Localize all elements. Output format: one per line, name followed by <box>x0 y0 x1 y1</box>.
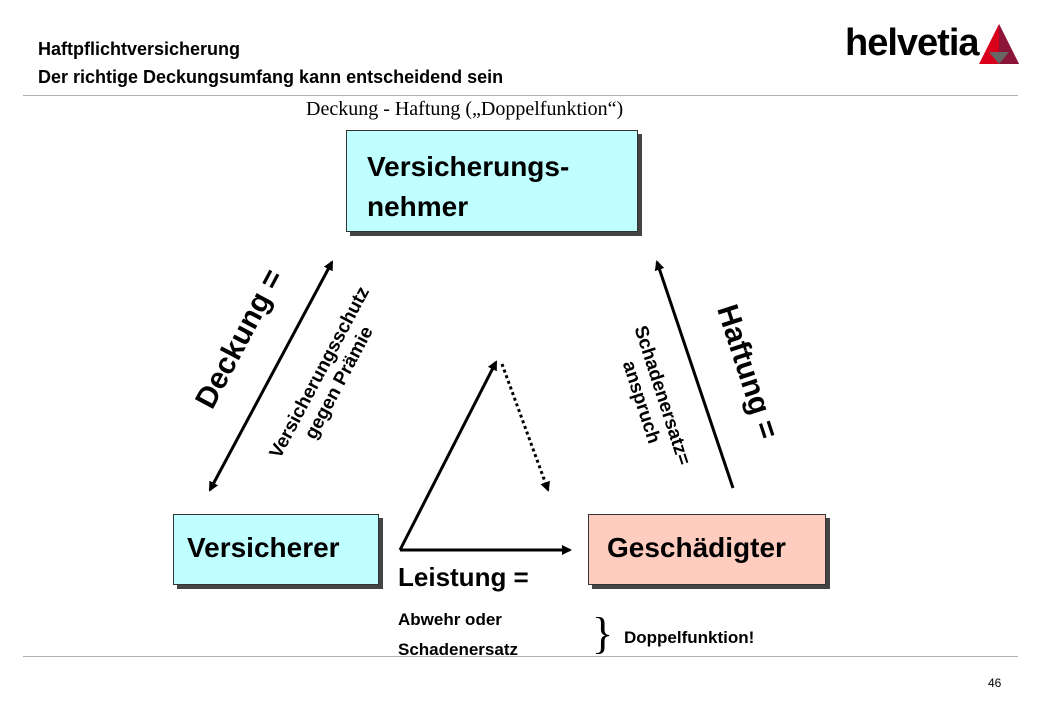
page-number: 46 <box>988 676 1002 690</box>
box-versicherungsnehmer-line1: Versicherungs- <box>367 151 570 182</box>
label-abwehr: Abwehr oder <box>398 610 502 629</box>
box-versicherungsnehmer-line2: nehmer <box>367 191 469 222</box>
label-schadenersatz-bottom: Schadenersatz <box>398 640 518 659</box>
box-versicherer-label: Versicherer <box>187 532 340 563</box>
box-geschaedigter-label: Geschädigter <box>607 532 786 563</box>
box-versicherungsnehmer: Versicherungs- nehmer <box>346 130 638 232</box>
label-leistung: Leistung = <box>398 562 529 592</box>
bottom-divider <box>23 656 1018 657</box>
header-subtitle: Der richtige Deckungsumfang kann entsche… <box>38 67 504 87</box>
box-geschaedigter: Geschädigter <box>588 514 826 585</box>
diagram-title: Deckung - Haftung („Doppelfunktion“) <box>306 98 624 120</box>
arrow-haftung <box>654 260 735 489</box>
arrow-dotted <box>500 363 550 492</box>
logo-text: helvetia <box>845 22 980 64</box>
box-versicherer: Versicherer <box>173 514 379 585</box>
arrow-deckung <box>208 260 334 492</box>
logo-triangle-icon <box>979 24 1019 64</box>
top-divider <box>23 95 1018 96</box>
label-doppelfunktion: Doppelfunktion! <box>624 628 755 647</box>
arrow-leistung-up <box>398 360 498 551</box>
curly-brace: } <box>592 609 614 658</box>
header-title: Haftpflichtversicherung <box>38 39 241 59</box>
